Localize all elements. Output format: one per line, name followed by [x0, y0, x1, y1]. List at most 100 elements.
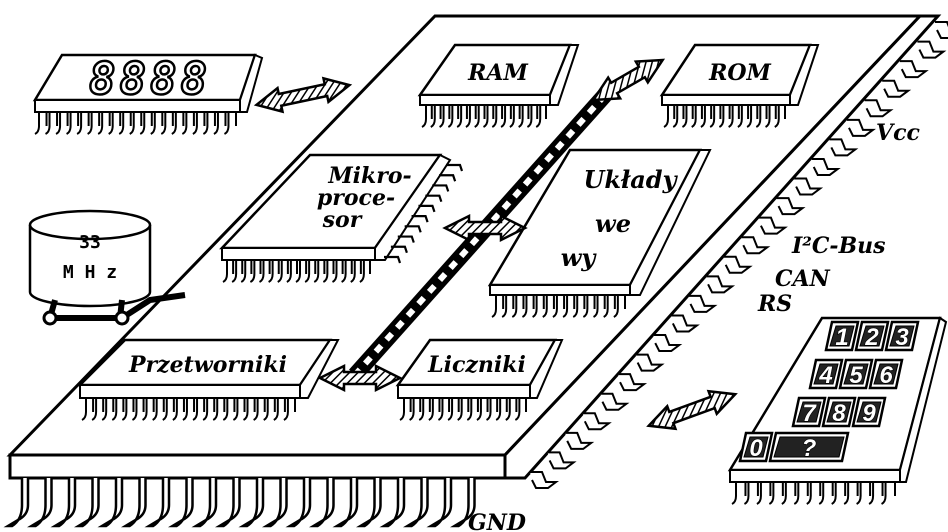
gnd-pin — [384, 478, 404, 526]
side-pin — [759, 218, 785, 234]
keypad-key: 5 — [840, 360, 872, 389]
side-pin — [900, 61, 926, 77]
vcc-label: Vcc — [876, 120, 920, 146]
keypad-key: 8 — [823, 398, 855, 427]
side-pin — [724, 257, 750, 273]
keypad-key: 9 — [853, 398, 885, 427]
gnd-pin — [102, 478, 122, 526]
side-pin — [865, 100, 891, 116]
side-pin — [565, 433, 591, 449]
gnd-pin — [173, 478, 193, 526]
keypad-key: 6 — [870, 360, 902, 389]
side-pin — [794, 179, 820, 195]
keypad-key-label: 2 — [864, 324, 879, 351]
keypad-key: 7 — [793, 398, 825, 427]
ram-label: RAM — [467, 60, 528, 86]
keypad-key-label: 3 — [895, 324, 909, 351]
side-pin — [847, 120, 873, 136]
keypad: 123 456 789 0? — [730, 318, 946, 504]
io-label-3: wy — [561, 243, 598, 272]
chip-pin-row — [732, 482, 895, 504]
i2c-label: I²C-Bus — [791, 233, 886, 259]
chip-pin — [769, 482, 782, 504]
gnd-pin — [196, 478, 216, 526]
oscillator-unit: M H z — [63, 262, 117, 283]
chip-pin — [844, 482, 857, 504]
keypad-key: 3 — [886, 322, 918, 351]
chip-pin — [819, 482, 832, 504]
side-pin — [583, 413, 609, 429]
keypad-key: ? — [770, 433, 848, 462]
side-pin — [741, 237, 767, 253]
seven-segment-display: 8888 — [35, 54, 262, 134]
chip-pin — [794, 482, 807, 504]
side-pin — [671, 315, 697, 331]
gnd-pin — [220, 478, 240, 526]
keypad-key-label: 0 — [749, 435, 763, 462]
keypad-key: 4 — [810, 360, 842, 389]
chip-pin — [869, 482, 882, 504]
rom-label: ROM — [708, 60, 771, 86]
side-pin — [653, 335, 679, 351]
keypad-key: 2 — [856, 322, 888, 351]
bus-arrow — [254, 73, 352, 116]
gnd-pin — [337, 478, 357, 526]
chip-pin — [832, 482, 845, 504]
keypad-key-label: 1 — [835, 324, 848, 351]
side-pin — [618, 374, 644, 390]
gnd-pin — [408, 478, 428, 526]
gnd-label: GND — [468, 510, 526, 532]
chip-pin — [857, 482, 870, 504]
gnd-pin — [149, 478, 169, 526]
keypad-key: 1 — [826, 322, 858, 351]
side-pin — [777, 198, 803, 214]
chip-pin — [757, 482, 770, 504]
side-pin — [935, 22, 948, 38]
chip-pin — [732, 482, 745, 504]
gnd-pin — [32, 478, 52, 526]
side-pin — [688, 296, 714, 312]
chip-pin — [744, 482, 757, 504]
keypad-key-label: 4 — [818, 362, 832, 389]
keypad-key-label: 6 — [879, 362, 893, 389]
gnd-pin — [361, 478, 381, 526]
io-label-2: we — [595, 209, 631, 238]
gnd-pin — [243, 478, 263, 526]
keypad-key-label: 5 — [849, 362, 863, 389]
rs-label: RS — [757, 291, 792, 317]
chip-pin-row — [35, 112, 236, 134]
side-pin — [917, 42, 943, 58]
gnd-pin — [431, 478, 451, 526]
chip-pin — [35, 112, 47, 134]
side-pin — [600, 394, 626, 410]
can-label: CAN — [775, 266, 831, 292]
keypad-key-label: 7 — [802, 400, 817, 427]
gnd-pin — [55, 478, 75, 526]
gnd-pin — [79, 478, 99, 526]
keypad-key-label: 8 — [832, 400, 846, 427]
gnd-pin-row — [8, 478, 475, 526]
cpu-label-3: sor — [322, 207, 363, 233]
side-pin — [829, 139, 855, 155]
display-digits: 8888 — [89, 54, 211, 105]
counters-label: Liczniki — [427, 352, 526, 378]
gnd-pin — [8, 478, 28, 526]
io-label-1: Układy — [583, 165, 678, 194]
gnd-pin — [290, 478, 310, 526]
side-pin — [636, 355, 662, 371]
gnd-pin — [314, 478, 334, 526]
side-pin — [812, 159, 838, 175]
chip-pin — [882, 482, 895, 504]
side-pin — [706, 276, 732, 292]
converters-label: Przetworniki — [128, 352, 287, 378]
oscillator-frequency: 33 — [79, 232, 101, 253]
chip-pin — [807, 482, 820, 504]
chip-pin — [782, 482, 795, 504]
gnd-pin — [126, 478, 146, 526]
keypad-key-label: ? — [802, 435, 817, 462]
gnd-pin — [267, 478, 287, 526]
keypad-key-label: 9 — [862, 400, 876, 427]
keypad-key: 0 — [740, 433, 772, 462]
side-pin — [882, 81, 908, 97]
